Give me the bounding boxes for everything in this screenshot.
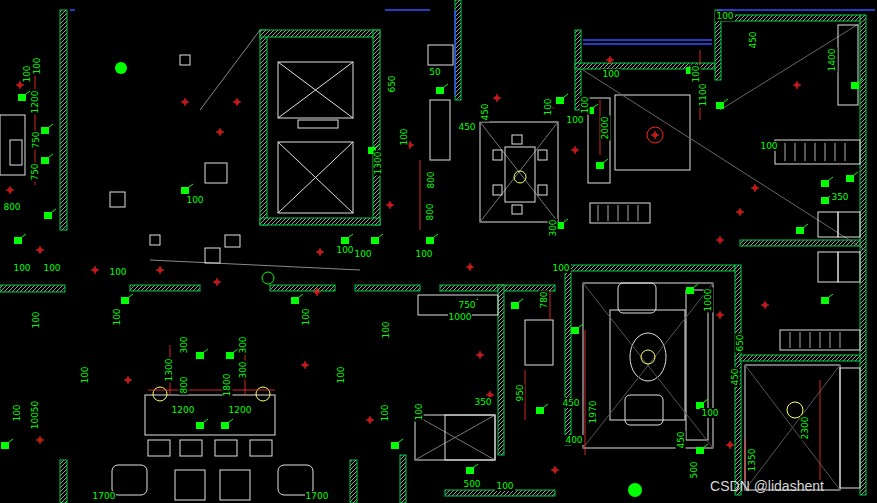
dimension-text: 100 xyxy=(108,267,127,277)
dimension-text: 750 xyxy=(31,130,41,149)
dimension-text: 2000 xyxy=(600,116,610,141)
dimension-text: 450 xyxy=(730,367,740,386)
dimension-text: 300 xyxy=(548,218,558,237)
dimension-text: 100 xyxy=(301,307,311,326)
dimension-text: 10050 xyxy=(30,400,40,431)
dimension-text: 100 xyxy=(335,245,354,255)
dimension-text: 1200 xyxy=(30,90,40,115)
dimension-text: 100 xyxy=(185,195,204,205)
dimension-text: 450 xyxy=(748,30,758,49)
dimension-text: 1970 xyxy=(588,400,598,425)
dimension-text: 100 xyxy=(112,307,122,326)
dimension-text: 100 xyxy=(42,263,61,273)
dimension-text: 800 xyxy=(425,202,435,221)
dimension-text: 100 xyxy=(601,69,620,79)
dimension-text: 500 xyxy=(689,460,699,479)
dimension-text: 750 xyxy=(457,300,476,310)
dimension-text: 100 xyxy=(691,64,701,83)
dimension-text: 100 xyxy=(32,56,42,75)
watermark: CSDN @lidashent xyxy=(709,478,825,494)
dimension-text: 1700 xyxy=(305,491,330,501)
dimension-text: 1100 xyxy=(698,83,708,108)
dimension-text: 650 xyxy=(735,333,745,352)
dimension-text: 1700 xyxy=(92,491,117,501)
dimension-text: 780 xyxy=(539,290,549,309)
dimension-text: 800 xyxy=(179,375,189,394)
dimension-text: 450 xyxy=(480,102,490,121)
dimension-text: 650 xyxy=(387,74,397,93)
dimension-text: 300 xyxy=(179,335,189,354)
dimension-text: 2300 xyxy=(800,416,810,441)
dimension-text: 100 xyxy=(22,64,32,83)
dimension-text: 100 xyxy=(414,249,433,259)
dimension-text: 950 xyxy=(515,383,525,402)
dimension-text: 100 xyxy=(80,365,90,384)
dimension-text: 100 xyxy=(414,402,424,421)
dimension-text: 1300 xyxy=(164,358,174,383)
dimension-text: 450 xyxy=(561,398,580,408)
dimension-text: 100 xyxy=(31,310,41,329)
dimension-text: 1300 xyxy=(373,151,383,176)
dimension-text: 100 xyxy=(700,408,719,418)
dimension-text: 500 xyxy=(462,479,481,489)
dimension-text: 100 xyxy=(715,11,734,21)
dimension-text: 800 xyxy=(426,170,436,189)
dimension-text: 400 xyxy=(564,435,583,445)
dimension-text: 1800 xyxy=(222,373,232,398)
dimension-text: 350 xyxy=(473,397,492,407)
dimension-text: 100 xyxy=(11,403,21,422)
dimension-text: 100 xyxy=(399,127,409,146)
dimension-text: 50 xyxy=(428,67,441,77)
dimension-text: 1200 xyxy=(171,405,196,415)
dimension-text: 100 xyxy=(353,249,372,259)
dimension-text: 100 xyxy=(551,263,570,273)
dimension-text: 1400 xyxy=(827,48,837,73)
dimension-text: 450 xyxy=(676,430,686,449)
dimension-text: 1200 xyxy=(228,405,253,415)
dimension-text: 100 xyxy=(380,403,390,422)
dimension-text: 300 xyxy=(238,360,248,379)
dimension-text: 100 xyxy=(381,320,391,339)
dimension-text: 100 xyxy=(543,97,553,116)
dimension-text: 350 xyxy=(830,192,849,202)
dimension-text: 100 xyxy=(759,141,778,151)
dimension-text: 100 xyxy=(495,481,514,491)
dimension-text: 1350 xyxy=(747,448,757,473)
dimension-text: 1000 xyxy=(448,312,473,322)
dimension-text: 450 xyxy=(457,122,476,132)
dimension-text: 100 xyxy=(565,115,584,125)
dimension-text: 100 xyxy=(336,365,346,384)
dimension-text: 300 xyxy=(238,335,248,354)
dimension-text: 750 xyxy=(30,162,40,181)
dimension-text: 100 xyxy=(12,263,31,273)
dimension-text: 1000 xyxy=(703,288,713,313)
dimension-text: 100 xyxy=(580,95,590,114)
dimension-text: 800 xyxy=(2,202,21,212)
